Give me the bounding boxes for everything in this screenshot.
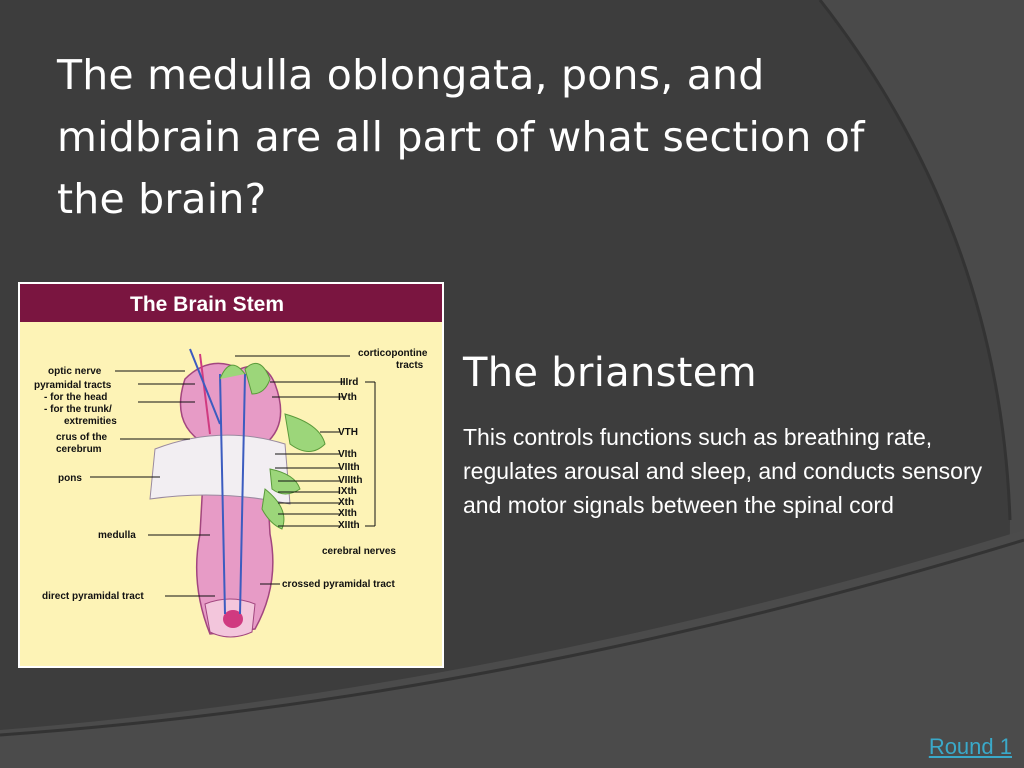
brain-stem-diagram: The Brain Stem: [20, 284, 442, 638]
label-crossed-pyramidal-tract: crossed pyramidal tract: [282, 579, 395, 590]
left-leader-lines: [90, 370, 215, 597]
brain-stem-illustration: [149, 348, 326, 638]
round-1-link[interactable]: Round 1: [928, 734, 1012, 759]
slide-title: The medulla oblongata, pons, and midbrai…: [57, 51, 865, 223]
label-crus-2: cerebrum: [56, 444, 102, 455]
label-corticopontine-1: corticopontine: [358, 348, 428, 359]
label-pons: pons: [58, 473, 82, 484]
label-nerve-vi: VIth: [338, 449, 357, 460]
label-nerve-x: Xth: [338, 497, 354, 508]
label-nerve-v: VTH: [338, 427, 358, 438]
figure-banner-text: The Brain Stem: [130, 293, 284, 316]
label-medulla: medulla: [98, 530, 136, 541]
label-optic-nerve: optic nerve: [48, 366, 102, 377]
label-nerve-iii: IIIrd: [340, 377, 358, 388]
answer-body: This controls functions such as breathin…: [463, 424, 983, 518]
label-nerve-ix: IXth: [338, 486, 357, 497]
label-pyramidal-tracts: pyramidal tracts: [34, 380, 112, 391]
label-nerve-xii: XIIth: [338, 520, 360, 531]
label-nerve-vii: VIIth: [338, 462, 360, 473]
label-crus-1: crus of the: [56, 432, 108, 443]
label-nerve-xi: XIth: [338, 508, 357, 519]
figure-banner: [20, 284, 442, 322]
label-direct-pyramidal-tract: direct pyramidal tract: [42, 591, 144, 602]
label-for-head: - for the head: [44, 392, 107, 403]
label-nerve-iv: IVth: [338, 392, 357, 403]
right-leader-lines: [235, 355, 376, 585]
label-for-trunk: - for the trunk/: [44, 404, 112, 415]
label-corticopontine-2: tracts: [396, 360, 424, 371]
label-extremities: extremities: [64, 416, 117, 427]
label-nerve-viii: VIIIth: [338, 475, 362, 486]
answer-heading: The brianstem: [463, 350, 757, 396]
brain-stem-figure: The Brain Stem: [18, 282, 444, 668]
label-cerebral-nerves: cerebral nerves: [322, 546, 396, 557]
